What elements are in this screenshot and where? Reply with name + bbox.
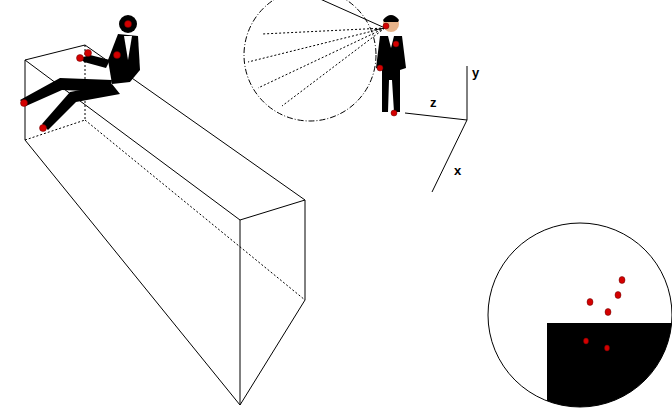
standing-figure bbox=[376, 15, 406, 116]
inset-view bbox=[488, 223, 672, 410]
seated-figure bbox=[20, 15, 140, 132]
view-cone bbox=[244, 0, 385, 121]
axes bbox=[405, 66, 467, 192]
axis-label: x bbox=[454, 164, 461, 177]
axis-label: z bbox=[430, 96, 437, 109]
axis-label: y bbox=[472, 66, 479, 79]
box-outline bbox=[25, 45, 305, 405]
